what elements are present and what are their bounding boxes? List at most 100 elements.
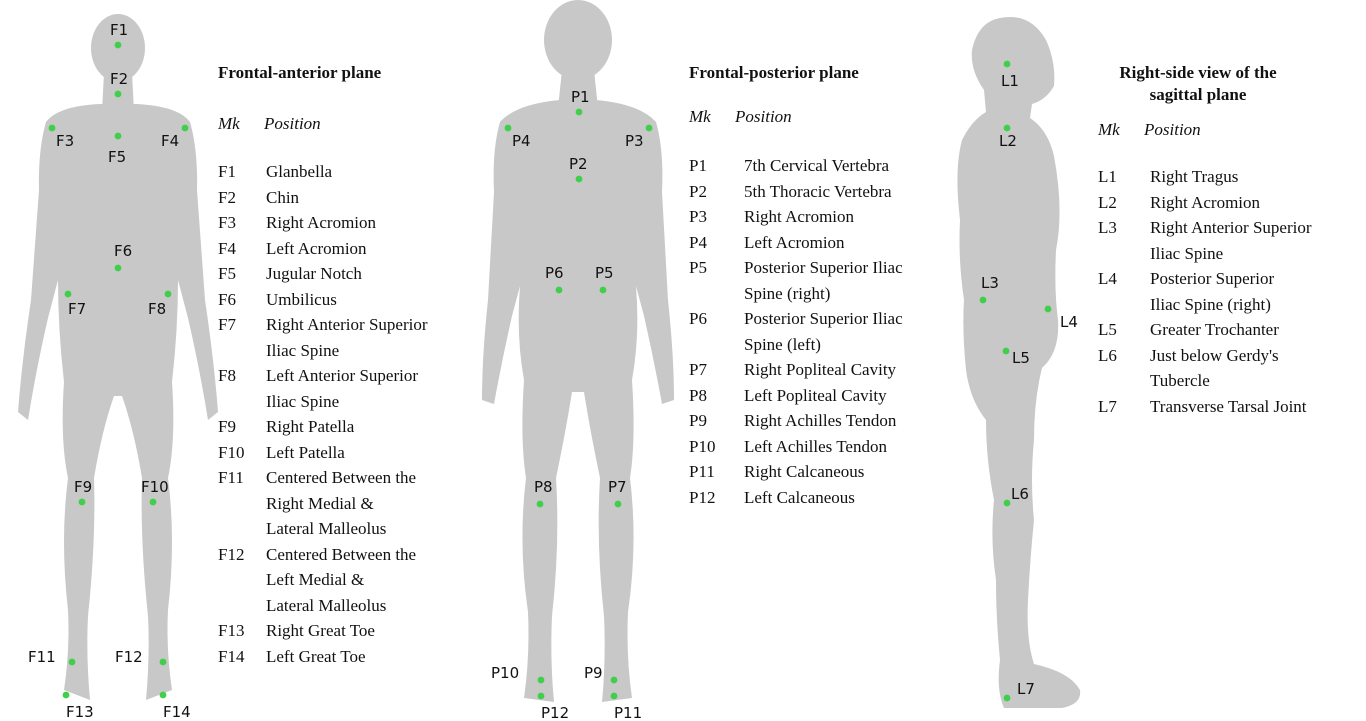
legend-row: F11Centered Between the bbox=[218, 465, 488, 491]
marker-code: P7 bbox=[689, 357, 744, 383]
marker-label-f10: F10 bbox=[141, 478, 169, 496]
marker-position: Glanbella bbox=[266, 159, 332, 185]
legend-row: F12Centered Between the bbox=[218, 542, 488, 568]
marker-dot-p4 bbox=[505, 125, 512, 132]
marker-dot-l6 bbox=[1004, 500, 1011, 507]
mk-column-header: Mk bbox=[1098, 120, 1144, 140]
marker-label-f4: F4 bbox=[161, 132, 179, 150]
legend-row: Left Medial & bbox=[218, 567, 488, 593]
marker-position: Spine (right) bbox=[744, 281, 830, 307]
position-column-header: Position bbox=[1144, 120, 1201, 140]
marker-dot-f3 bbox=[49, 125, 56, 132]
legend-row: Lateral Malleolus bbox=[218, 516, 488, 542]
marker-label-p6: P6 bbox=[545, 264, 564, 282]
marker-label-f7: F7 bbox=[68, 300, 86, 318]
mk-column-header: Mk bbox=[689, 107, 735, 127]
marker-label-l7: L7 bbox=[1017, 680, 1035, 698]
marker-code: L7 bbox=[1098, 394, 1150, 420]
marker-dot-f12 bbox=[160, 659, 167, 666]
legend-row: Iliac Spine bbox=[218, 338, 488, 364]
marker-dot-l5 bbox=[1003, 348, 1010, 355]
marker-position: Transverse Tarsal Joint bbox=[1150, 394, 1307, 420]
legend-row: Iliac Spine bbox=[218, 389, 488, 415]
position-column-header: Position bbox=[264, 114, 321, 134]
marker-code: L1 bbox=[1098, 164, 1150, 190]
marker-code: F12 bbox=[218, 542, 266, 568]
marker-dot-f9 bbox=[79, 499, 86, 506]
marker-code: L4 bbox=[1098, 266, 1150, 292]
marker-label-l3: L3 bbox=[981, 274, 999, 292]
marker-position: Right Calcaneous bbox=[744, 459, 864, 485]
marker-code: F9 bbox=[218, 414, 266, 440]
marker-position: Iliac Spine bbox=[266, 389, 339, 415]
marker-code: P1 bbox=[689, 153, 744, 179]
marker-code bbox=[218, 389, 266, 415]
marker-code bbox=[218, 338, 266, 364]
legend-row: Tubercle bbox=[1098, 368, 1360, 394]
marker-code: F3 bbox=[218, 210, 266, 236]
position-column-header: Position bbox=[735, 107, 792, 127]
column-header: Mk Position bbox=[218, 114, 488, 134]
marker-position: Right Achilles Tendon bbox=[744, 408, 896, 434]
marker-position: Lateral Malleolus bbox=[266, 516, 386, 542]
marker-code: F10 bbox=[218, 440, 266, 466]
marker-code bbox=[689, 332, 744, 358]
marker-position: Left Acromion bbox=[266, 236, 367, 262]
legend-row: Iliac Spine bbox=[1098, 241, 1360, 267]
sagittal-legend-panel: Right-side view of the sagittal plane Mk… bbox=[1098, 62, 1360, 419]
marker-code: F2 bbox=[218, 185, 266, 211]
marker-code: P9 bbox=[689, 408, 744, 434]
marker-dot-f7 bbox=[65, 291, 72, 298]
marker-dot-p8 bbox=[537, 501, 544, 508]
marker-code: F1 bbox=[218, 159, 266, 185]
column-header: Mk Position bbox=[689, 107, 959, 127]
marker-position: 7th Cervical Vertebra bbox=[744, 153, 889, 179]
marker-label-l1: L1 bbox=[1001, 72, 1019, 90]
marker-code: P4 bbox=[689, 230, 744, 256]
marker-dot-p11 bbox=[611, 693, 618, 700]
marker-label-p8: P8 bbox=[534, 478, 553, 496]
marker-label-p5: P5 bbox=[595, 264, 614, 282]
legend-row: Right Medial & bbox=[218, 491, 488, 517]
marker-label-p9: P9 bbox=[584, 664, 603, 682]
marker-label-f14: F14 bbox=[163, 703, 191, 721]
marker-position: Left Acromion bbox=[744, 230, 845, 256]
marker-position: Right Great Toe bbox=[266, 618, 375, 644]
marker-position: Umbilicus bbox=[266, 287, 337, 313]
marker-code: P6 bbox=[689, 306, 744, 332]
legend-rows: F1GlanbellaF2ChinF3Right AcromionF4Left … bbox=[218, 159, 488, 669]
marker-position: Left Popliteal Cavity bbox=[744, 383, 887, 409]
marker-code: F5 bbox=[218, 261, 266, 287]
marker-dot-p2 bbox=[576, 176, 583, 183]
marker-dot-f6 bbox=[115, 265, 122, 272]
marker-code bbox=[689, 281, 744, 307]
marker-label-p3: P3 bbox=[625, 132, 644, 150]
marker-label-f12: F12 bbox=[115, 648, 143, 666]
marker-code bbox=[218, 491, 266, 517]
marker-position: Right Medial & bbox=[266, 491, 374, 517]
marker-position: Right Popliteal Cavity bbox=[744, 357, 896, 383]
marker-position: Tubercle bbox=[1150, 368, 1210, 394]
marker-position: Right Acromion bbox=[1150, 190, 1260, 216]
marker-dot-f4 bbox=[182, 125, 189, 132]
marker-label-f1: F1 bbox=[110, 21, 128, 39]
marker-position: Centered Between the bbox=[266, 542, 416, 568]
marker-code bbox=[1098, 292, 1150, 318]
marker-label-l4: L4 bbox=[1060, 313, 1078, 331]
marker-dot-f5 bbox=[115, 133, 122, 140]
marker-code: F7 bbox=[218, 312, 266, 338]
marker-code: L5 bbox=[1098, 317, 1150, 343]
marker-position: Left Achilles Tendon bbox=[744, 434, 887, 460]
column-header: Mk Position bbox=[1098, 120, 1360, 140]
marker-label-l2: L2 bbox=[999, 132, 1017, 150]
legend-row: L3Right Anterior Superior bbox=[1098, 215, 1360, 241]
marker-dot-p10 bbox=[538, 677, 545, 684]
marker-label-f2: F2 bbox=[110, 70, 128, 88]
